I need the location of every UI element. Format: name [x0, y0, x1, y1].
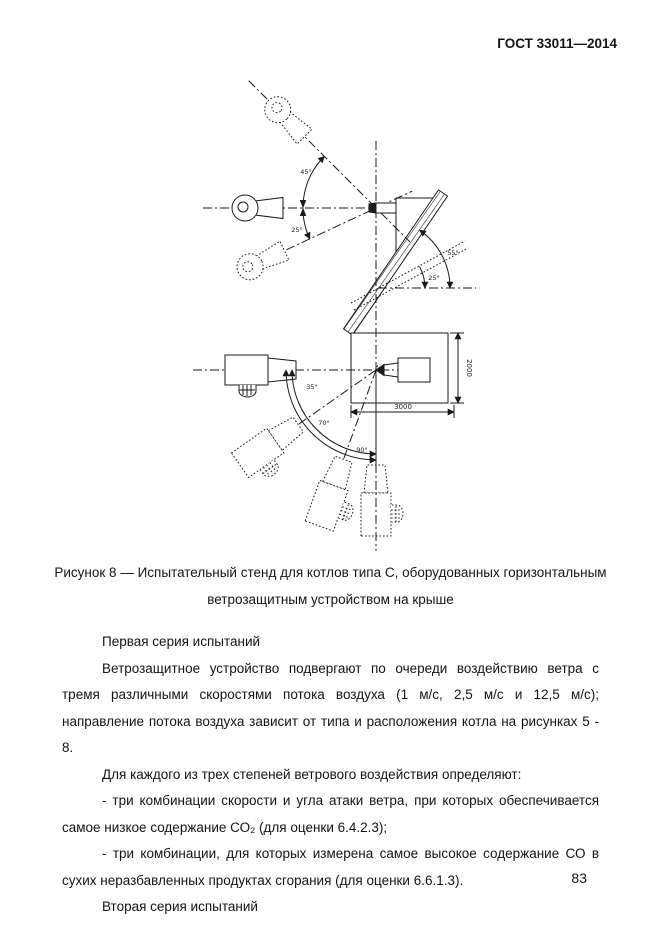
roof-slope-hatched [342, 189, 449, 336]
angle-label-55-roof: 55° [447, 249, 459, 257]
wind-fan-horizontal [231, 194, 284, 222]
page-number: 83 [571, 870, 587, 886]
angle-label-25-roof: 25° [428, 274, 440, 282]
paragraph-determine: Для каждого из трех степеней ветрового в… [102, 766, 522, 782]
angle-label-25-down: 25° [291, 226, 303, 234]
paragraph-co-combinations: - три комбинации, для которых измерена с… [62, 846, 599, 888]
terminal-tip [368, 202, 377, 214]
arc-tick-lower [299, 207, 307, 216]
paragraph-series-1: Первая серия испытаний [102, 634, 261, 649]
attack-angle-arc [302, 155, 325, 240]
paragraph-wind-speeds: Ветрозащитное устройство подвергают по о… [62, 660, 599, 756]
dim-label-3000: 3000 [394, 403, 412, 411]
doc-number: ГОСТ 33011—2014 [497, 36, 617, 51]
figure-caption: Рисунок 8 — Испытательный стенд для котл… [54, 565, 607, 607]
roof-angle-min-arc [419, 266, 429, 289]
paragraph-series-2: Вторая серия испытаний [102, 899, 258, 914]
figure-8-diagram: 45° 25° 55° 25° 35° 70° 90° 3000 2000 [193, 80, 476, 551]
wind-direction-45 [248, 80, 411, 243]
terminal-pipe [375, 202, 397, 214]
arc-tick-upper [299, 200, 307, 209]
angle-label-90-plan: 90° [356, 446, 368, 454]
angle-label-45: 45° [300, 168, 312, 176]
body-text: Первая серия испытаний Ветрозащитное уст… [62, 629, 599, 921]
angle-label-35-plan: 35° [306, 383, 318, 391]
paragraph-co2-combinations: - три комбинации скорости и угла атаки в… [62, 793, 599, 835]
dim-label-2000: 2000 [465, 359, 473, 377]
page-header: ГОСТ 33011—2014 [0, 0, 661, 51]
wind-fan-plan-horizontal [224, 354, 297, 398]
roof-slope-min-line2 [353, 247, 469, 311]
plan-angle-arc-inner [288, 369, 377, 458]
boiler-plan-rect [397, 357, 431, 383]
angle-label-70-plan: 70° [318, 419, 330, 427]
roof-angle-max-arc [419, 229, 454, 289]
